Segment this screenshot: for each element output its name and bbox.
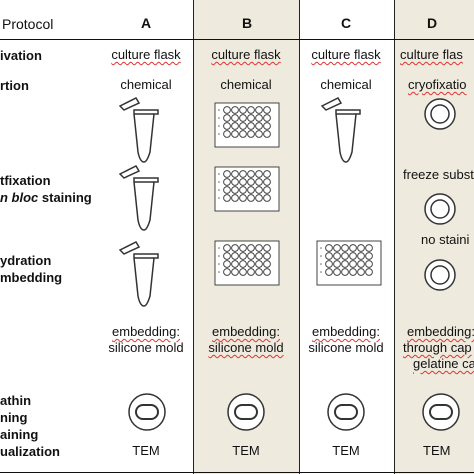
c-fixation: chemical <box>320 77 372 92</box>
d-visualization: TEM <box>423 443 451 458</box>
column-header-a: A <box>140 15 152 31</box>
a-embedding: embedding:silicone mold <box>108 324 184 355</box>
grid-icon <box>421 392 461 432</box>
tube-icon <box>318 96 366 164</box>
row-label-cultivation: ivation <box>0 48 42 63</box>
carrier-disc-icon <box>423 258 457 292</box>
row-label-en-bloc: n bloc <box>0 190 39 205</box>
d-dehydration: no staini <box>421 232 470 247</box>
a-fixation: chemical <box>120 77 172 92</box>
divider-b-left <box>193 0 194 474</box>
grid-icon <box>127 392 167 432</box>
column-header-c: C <box>340 15 352 31</box>
grid-icon <box>326 392 366 432</box>
tube-icon <box>116 164 164 232</box>
row-label-sectioning: athin ning aining <box>0 393 39 442</box>
tube-icon <box>116 96 164 164</box>
well-plate-icon <box>214 102 280 148</box>
a-visualization: TEM <box>132 443 160 458</box>
protocol-header: Protocol <box>2 16 54 32</box>
d-cultivation: culture flas <box>400 47 463 62</box>
row-label-dehydration: ydration mbedding <box>0 253 63 285</box>
header-rule <box>0 39 474 40</box>
divider-b-right <box>299 0 300 474</box>
bottom-rule <box>0 472 474 473</box>
row-label-postfixation: tfixation n bloc staining <box>0 173 92 205</box>
well-plate-icon <box>316 240 382 286</box>
a-cultivation: culture flask <box>111 47 181 62</box>
carrier-disc-icon <box>423 97 457 131</box>
d-fixation: cryofixatio <box>408 77 467 92</box>
well-plate-icon <box>214 240 280 286</box>
c-cultivation: culture flask <box>311 47 381 62</box>
column-header-b: B <box>241 15 253 31</box>
row-label-staining: staining <box>38 190 92 205</box>
b-fixation: chemical <box>220 77 272 92</box>
divider-d-left <box>394 0 395 474</box>
d-embedding: embedding: through cap gelatine cap <box>403 324 474 371</box>
row-label-fixation: rtion <box>0 78 29 93</box>
b-visualization: TEM <box>232 443 260 458</box>
carrier-disc-icon <box>423 192 457 226</box>
c-visualization: TEM <box>332 443 360 458</box>
column-header-d: D <box>426 15 438 31</box>
b-cultivation: culture flask <box>211 47 281 62</box>
well-plate-icon <box>214 166 280 212</box>
c-embedding: embedding:silicone mold <box>308 324 384 355</box>
grid-icon <box>226 392 266 432</box>
row-label-visualization: ualization <box>0 444 60 459</box>
tube-icon <box>116 240 164 308</box>
d-postfixation: freeze substi <box>403 167 474 182</box>
b-embedding: embedding:silicone mold <box>208 324 284 355</box>
